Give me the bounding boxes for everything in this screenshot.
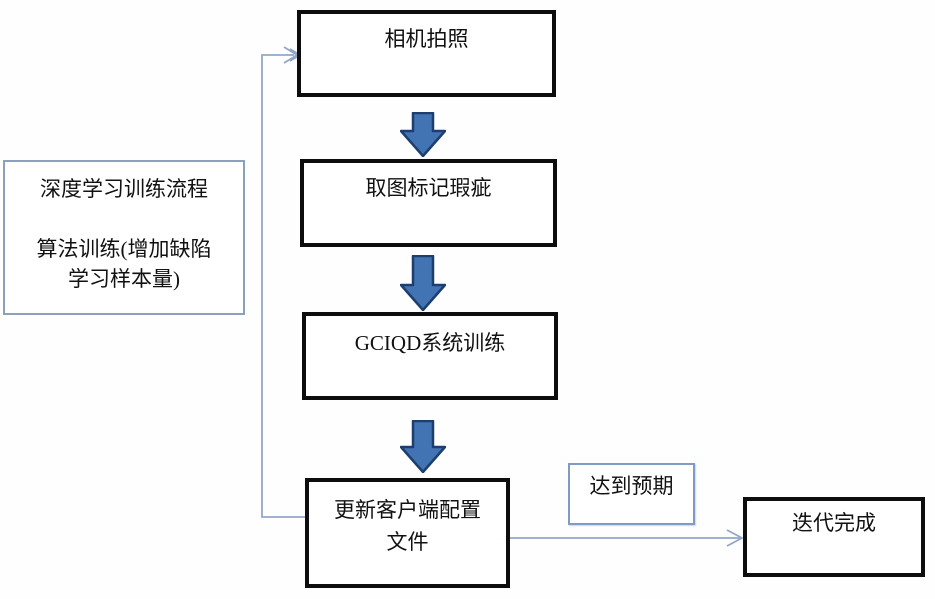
flow-step-label: 取图标记瑕疵 bbox=[365, 176, 492, 200]
flow-step-update-config: 更新客户端配置 文件 bbox=[305, 478, 510, 588]
condition-label-box: 达到预期 bbox=[568, 463, 695, 525]
flow-step-camera: 相机拍照 bbox=[297, 10, 556, 97]
flow-step-iteration-done: 迭代完成 bbox=[743, 497, 925, 577]
side-note-line: 学习样本量) bbox=[68, 267, 180, 291]
side-note-line: 深度学习训练流程 bbox=[40, 177, 208, 201]
flow-step-label: 更新客户端配置 bbox=[334, 498, 481, 522]
down-block-arrow-icon bbox=[400, 255, 446, 311]
flow-step-label: 文件 bbox=[386, 530, 429, 554]
condition-label: 达到预期 bbox=[589, 474, 674, 498]
flow-step-label: GCIQD系统训练 bbox=[354, 331, 506, 355]
side-note-box: 深度学习训练流程 算法训练(增加缺陷 学习样本量) bbox=[3, 160, 245, 315]
down-block-arrow-icon bbox=[400, 112, 446, 157]
side-note-line: 算法训练(增加缺陷 bbox=[36, 237, 212, 261]
flow-step-label: 迭代完成 bbox=[792, 511, 876, 535]
down-block-arrow-icon bbox=[400, 420, 446, 473]
flow-step-system-training: GCIQD系统训练 bbox=[302, 312, 558, 400]
feedback-connector-line bbox=[261, 54, 305, 518]
side-note-line bbox=[5, 204, 243, 234]
flow-step-label: 相机拍照 bbox=[384, 27, 469, 51]
flow-step-mark-defects: 取图标记瑕疵 bbox=[300, 159, 557, 247]
done-arrowhead-icon bbox=[726, 529, 744, 547]
